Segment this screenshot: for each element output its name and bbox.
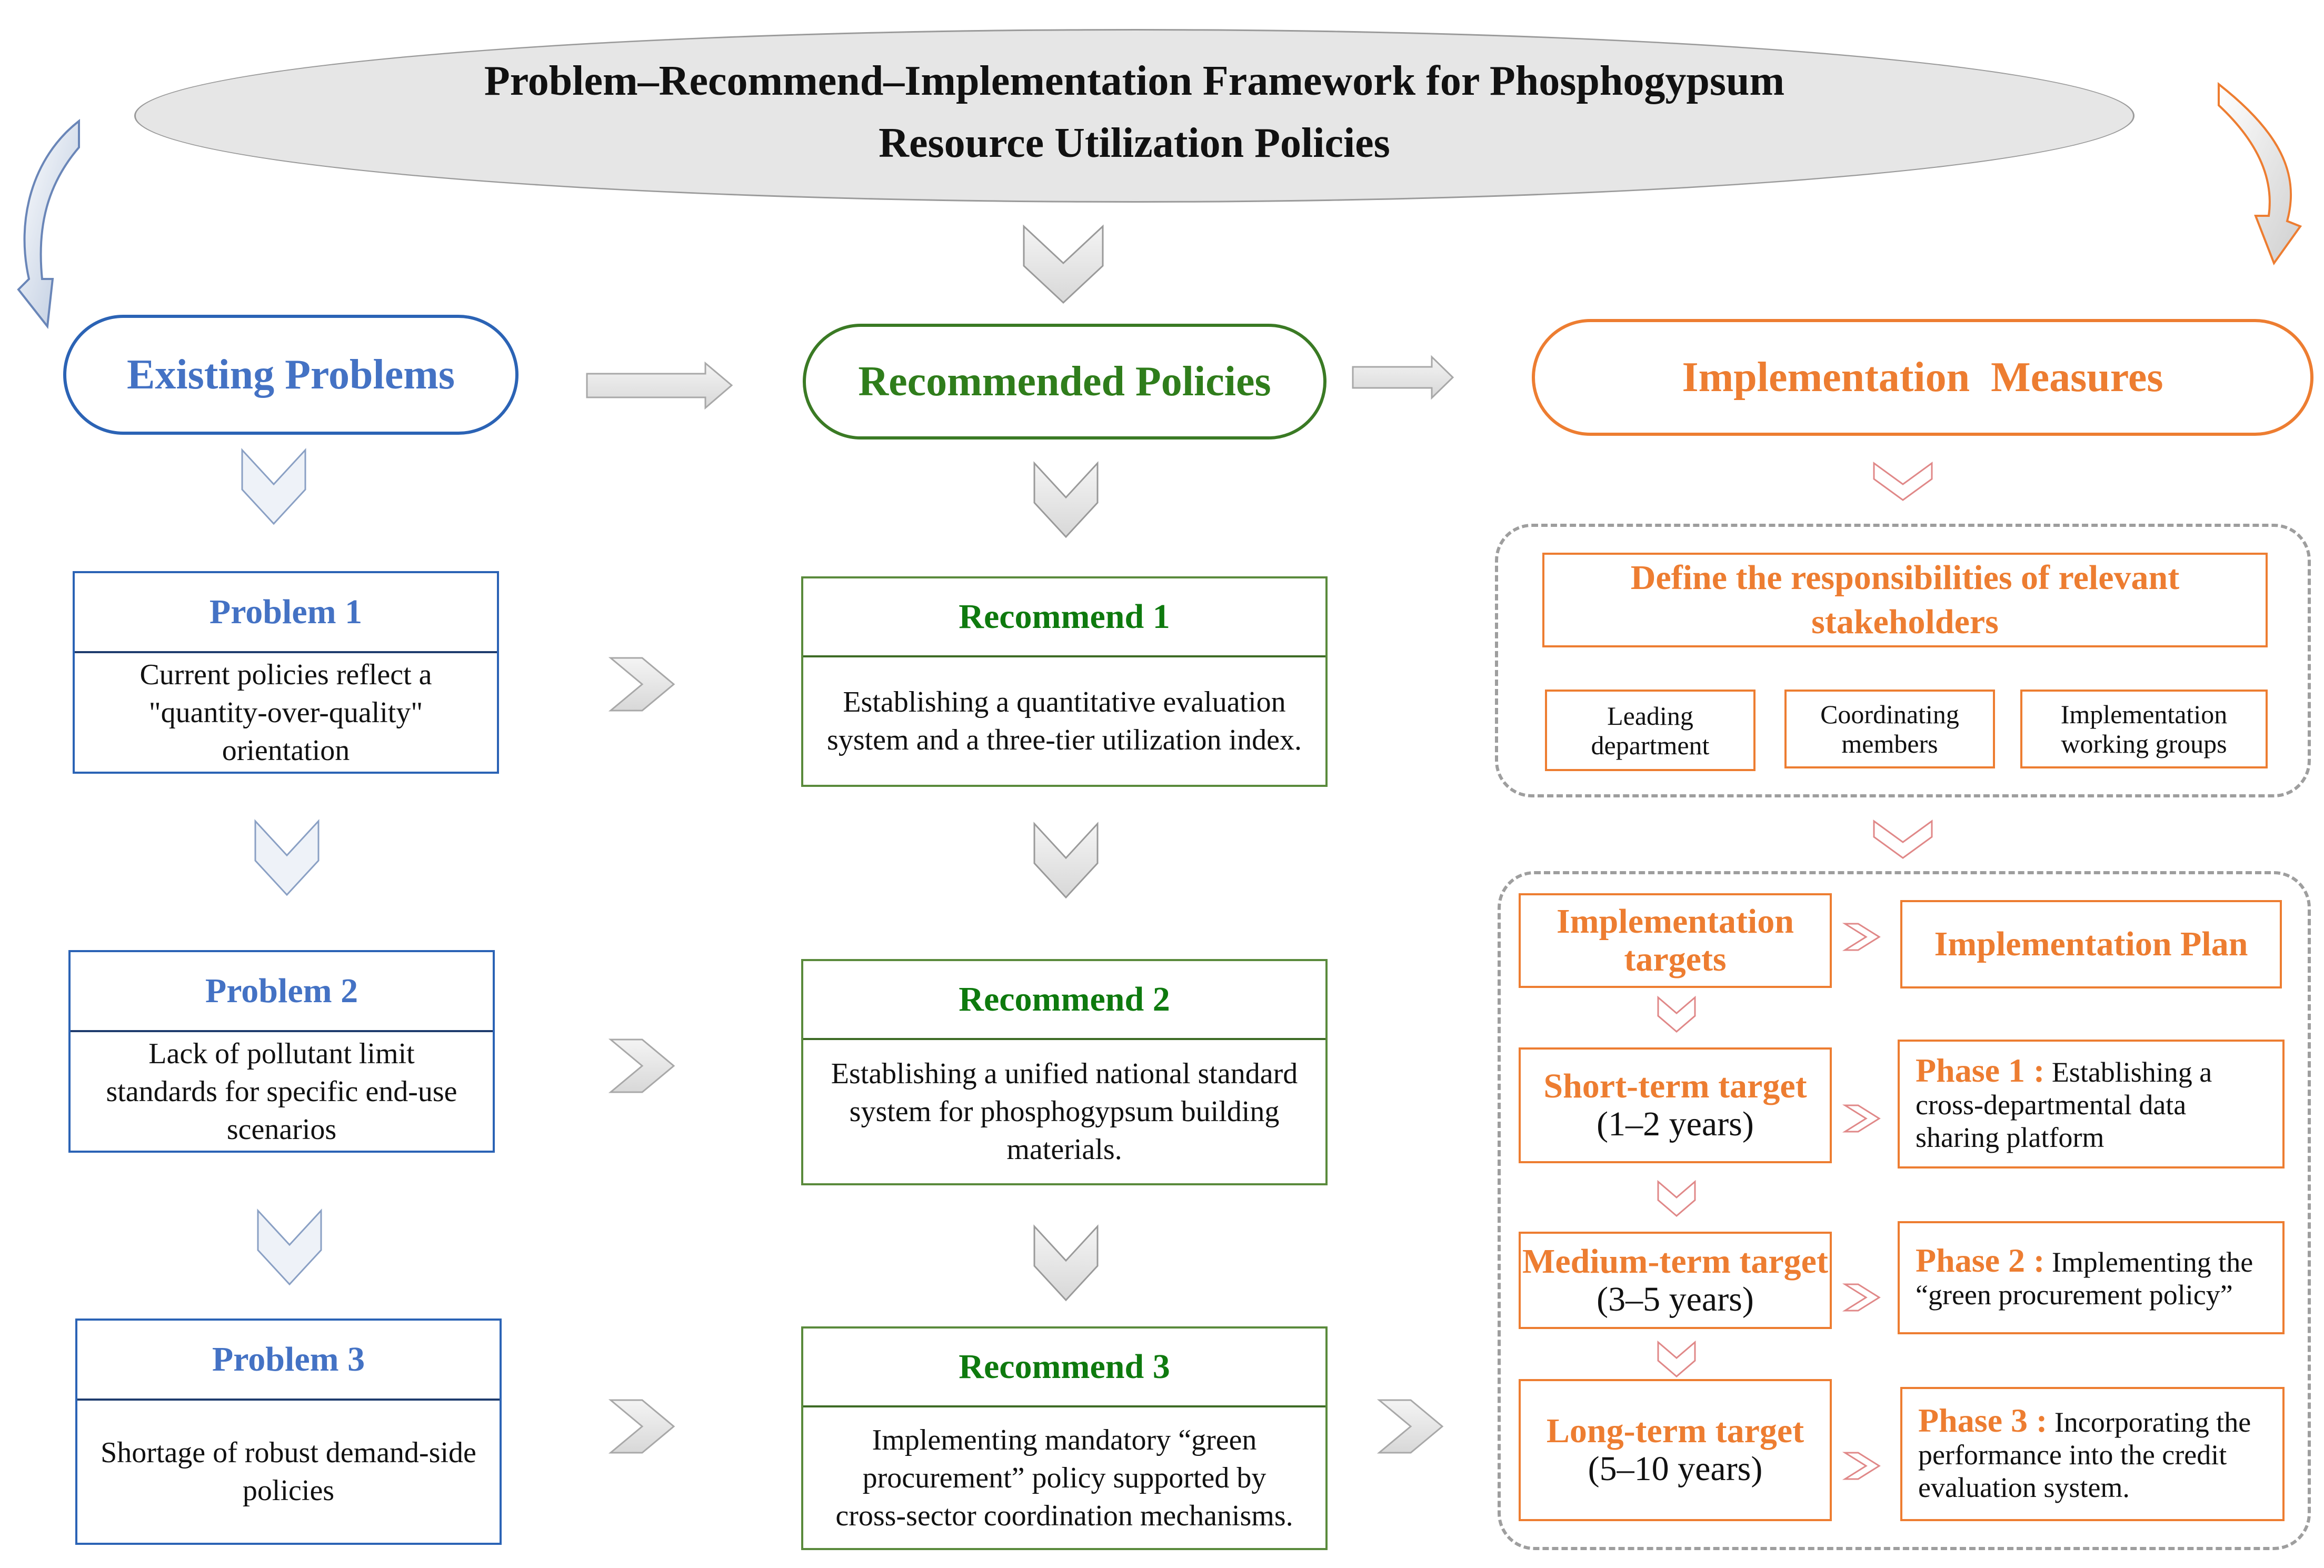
recommend-title: Recommend 1: [803, 578, 1325, 657]
recommend-card-2: Recommend 2 Establishing a unified natio…: [801, 959, 1328, 1185]
recommend-text: Establishing a unified national standard…: [831, 1057, 1298, 1166]
chevron-right-icon: [608, 1399, 675, 1454]
recommend-text: Implementing mandatory “green procuremen…: [835, 1423, 1293, 1532]
chevron-down-icon: [1033, 1224, 1099, 1302]
phase-1-box: Phase 1 : Establishing a cross-departmen…: [1898, 1040, 2285, 1168]
recommend-title: Recommend 3: [803, 1329, 1325, 1407]
arrow-right-icon: [586, 361, 733, 410]
phase-text: Establishing a cross-departmental data s…: [1916, 1056, 2212, 1153]
phase-label: Phase 2 :: [1916, 1242, 2045, 1279]
phase-3-box: Phase 3 : Incorporating the performance …: [1900, 1387, 2285, 1521]
recommend-title: Recommend 2: [803, 961, 1325, 1040]
chevron-down-icon: [1873, 462, 1933, 501]
existing-problems-header: Existing Problems: [63, 315, 518, 435]
chevron-right-icon: [1377, 1399, 1444, 1454]
chevron-down-icon: [1873, 820, 1933, 859]
title-line-1: Problem–Recommend–Implementation Framewo…: [484, 58, 1785, 104]
target-name: Long-term target: [1546, 1412, 1804, 1450]
stakeholders-group: [1495, 524, 2311, 797]
medium-term-target: Medium-term target (3–5 years): [1519, 1232, 1832, 1329]
stakeholder-coordinating-members: Coordinating members: [1784, 690, 1995, 768]
stakeholder-working-groups: Implementation working groups: [2020, 690, 2268, 768]
chevron-down-icon: [1023, 224, 1104, 304]
chevron-down-icon: [257, 1209, 322, 1286]
implementation-plan-header: Implementation Plan: [1900, 900, 2282, 988]
implementation-measures-header: Implementation Measures: [1532, 319, 2313, 436]
arrow-right-icon: [1352, 355, 1454, 400]
page-title: Problem–Recommend–Implementation Framewo…: [134, 50, 2135, 174]
chevron-down-icon: [1657, 1340, 1696, 1377]
recommended-policies-header: Recommended Policies: [803, 324, 1326, 440]
phase-text: Incorporating the performance into the c…: [1918, 1406, 2251, 1503]
chevron-right-icon: [1842, 1452, 1881, 1480]
chevron-right-icon: [608, 657, 675, 712]
implementation-plan-group: [1498, 871, 2311, 1550]
stakeholder-leading-department: Leading department: [1545, 690, 1756, 771]
chevron-right-icon: [1842, 1104, 1881, 1133]
problem-text: Lack of pollutant limit standards for sp…: [106, 1037, 457, 1146]
problem-card-1: Problem 1 Current policies reflect a "qu…: [73, 571, 499, 774]
target-period: (3–5 years): [1597, 1280, 1754, 1319]
curved-arrow-right-icon: [2218, 82, 2302, 266]
phase-2-box: Phase 2 : Implementing the “green procur…: [1898, 1221, 2285, 1334]
problem-text: Current policies reflect a "quantity-ove…: [139, 658, 432, 767]
stakeholders-title: Define the responsibilities of relevant …: [1542, 553, 2268, 647]
curved-arrow-left-icon: [17, 118, 80, 329]
target-name: Medium-term target: [1522, 1242, 1828, 1281]
phase-label: Phase 1 :: [1916, 1052, 2045, 1089]
chevron-down-icon: [241, 448, 306, 525]
recommend-card-3: Recommend 3 Implementing mandatory “gree…: [801, 1326, 1328, 1550]
title-line-2: Resource Utilization Policies: [879, 120, 1390, 166]
implementation-targets-header: Implementation targets: [1519, 893, 1832, 988]
phase-text: Implementing the “green procurement poli…: [1916, 1246, 2253, 1311]
chevron-right-icon: [1842, 923, 1881, 951]
long-term-target: Long-term target (5–10 years): [1519, 1379, 1832, 1521]
chevron-down-icon: [1033, 461, 1099, 538]
problem-title: Problem 3: [77, 1321, 500, 1401]
problem-text: Shortage of robust demand-side policies: [101, 1436, 476, 1507]
problem-card-3: Problem 3 Shortage of robust demand-side…: [75, 1319, 502, 1545]
title-banner: [134, 29, 2135, 203]
problem-title: Problem 2: [71, 952, 493, 1032]
chevron-down-icon: [1033, 822, 1099, 899]
target-period: (5–10 years): [1588, 1450, 1763, 1488]
chevron-right-icon: [608, 1038, 675, 1093]
recommend-card-1: Recommend 1 Establishing a quantitative …: [801, 576, 1328, 787]
recommend-text: Establishing a quantitative evaluation s…: [827, 686, 1302, 756]
chevron-down-icon: [1657, 995, 1696, 1033]
chevron-down-icon: [254, 819, 320, 896]
problem-title: Problem 1: [75, 573, 497, 653]
chevron-right-icon: [1842, 1283, 1881, 1312]
phase-label: Phase 3 :: [1918, 1402, 2048, 1439]
problem-card-2: Problem 2 Lack of pollutant limit standa…: [68, 950, 495, 1153]
target-period: (1–2 years): [1597, 1105, 1754, 1143]
short-term-target: Short-term target (1–2 years): [1519, 1047, 1832, 1163]
target-name: Short-term target: [1543, 1067, 1807, 1105]
chevron-down-icon: [1657, 1180, 1696, 1217]
